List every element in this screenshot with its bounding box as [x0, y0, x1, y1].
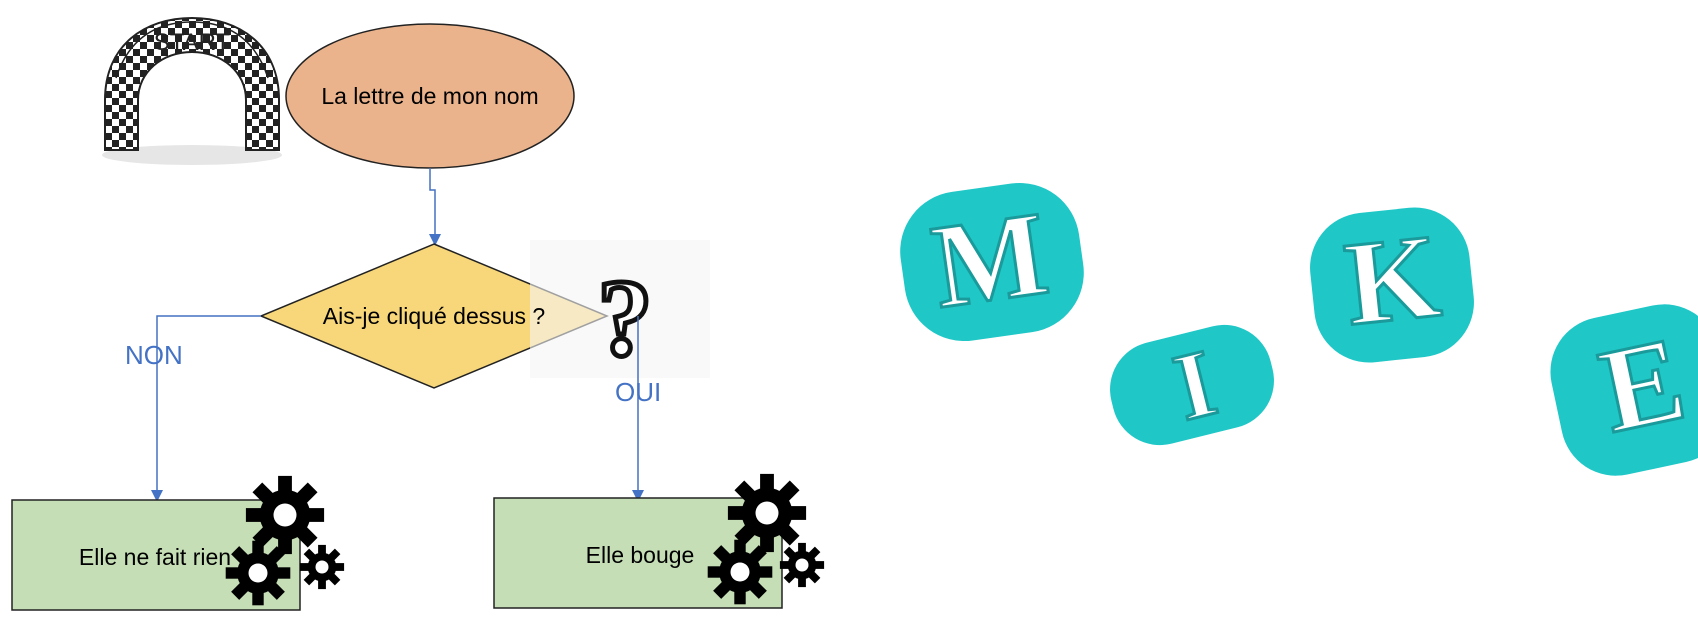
- connector-no: [151, 315, 261, 502]
- start-arch-label: START: [154, 29, 231, 56]
- letter-i-tile: [1110, 324, 1274, 446]
- decision-node-label: Ais-je cliqué dessus ?: [322, 302, 546, 329]
- start-node-label: La lettre de mon nom: [321, 82, 539, 109]
- start-arch-icon: START: [102, 16, 282, 165]
- letter-k-tile: [1310, 207, 1474, 363]
- svg-text:?: ?: [598, 257, 653, 379]
- yes-edge-label: OUI: [615, 377, 662, 407]
- yes-node-label: Elle bouge: [585, 541, 695, 568]
- letter-e-tile: [1550, 304, 1698, 476]
- letter-m-tile: [900, 182, 1084, 342]
- question-mark-icon: ?: [530, 240, 710, 382]
- connector-start-to-decision: [429, 168, 441, 246]
- no-edge-label: NON: [125, 340, 183, 370]
- letter-m: M: [923, 184, 1057, 334]
- no-node-label: Elle ne fait rien: [78, 543, 232, 570]
- letter-k: K: [1338, 207, 1448, 352]
